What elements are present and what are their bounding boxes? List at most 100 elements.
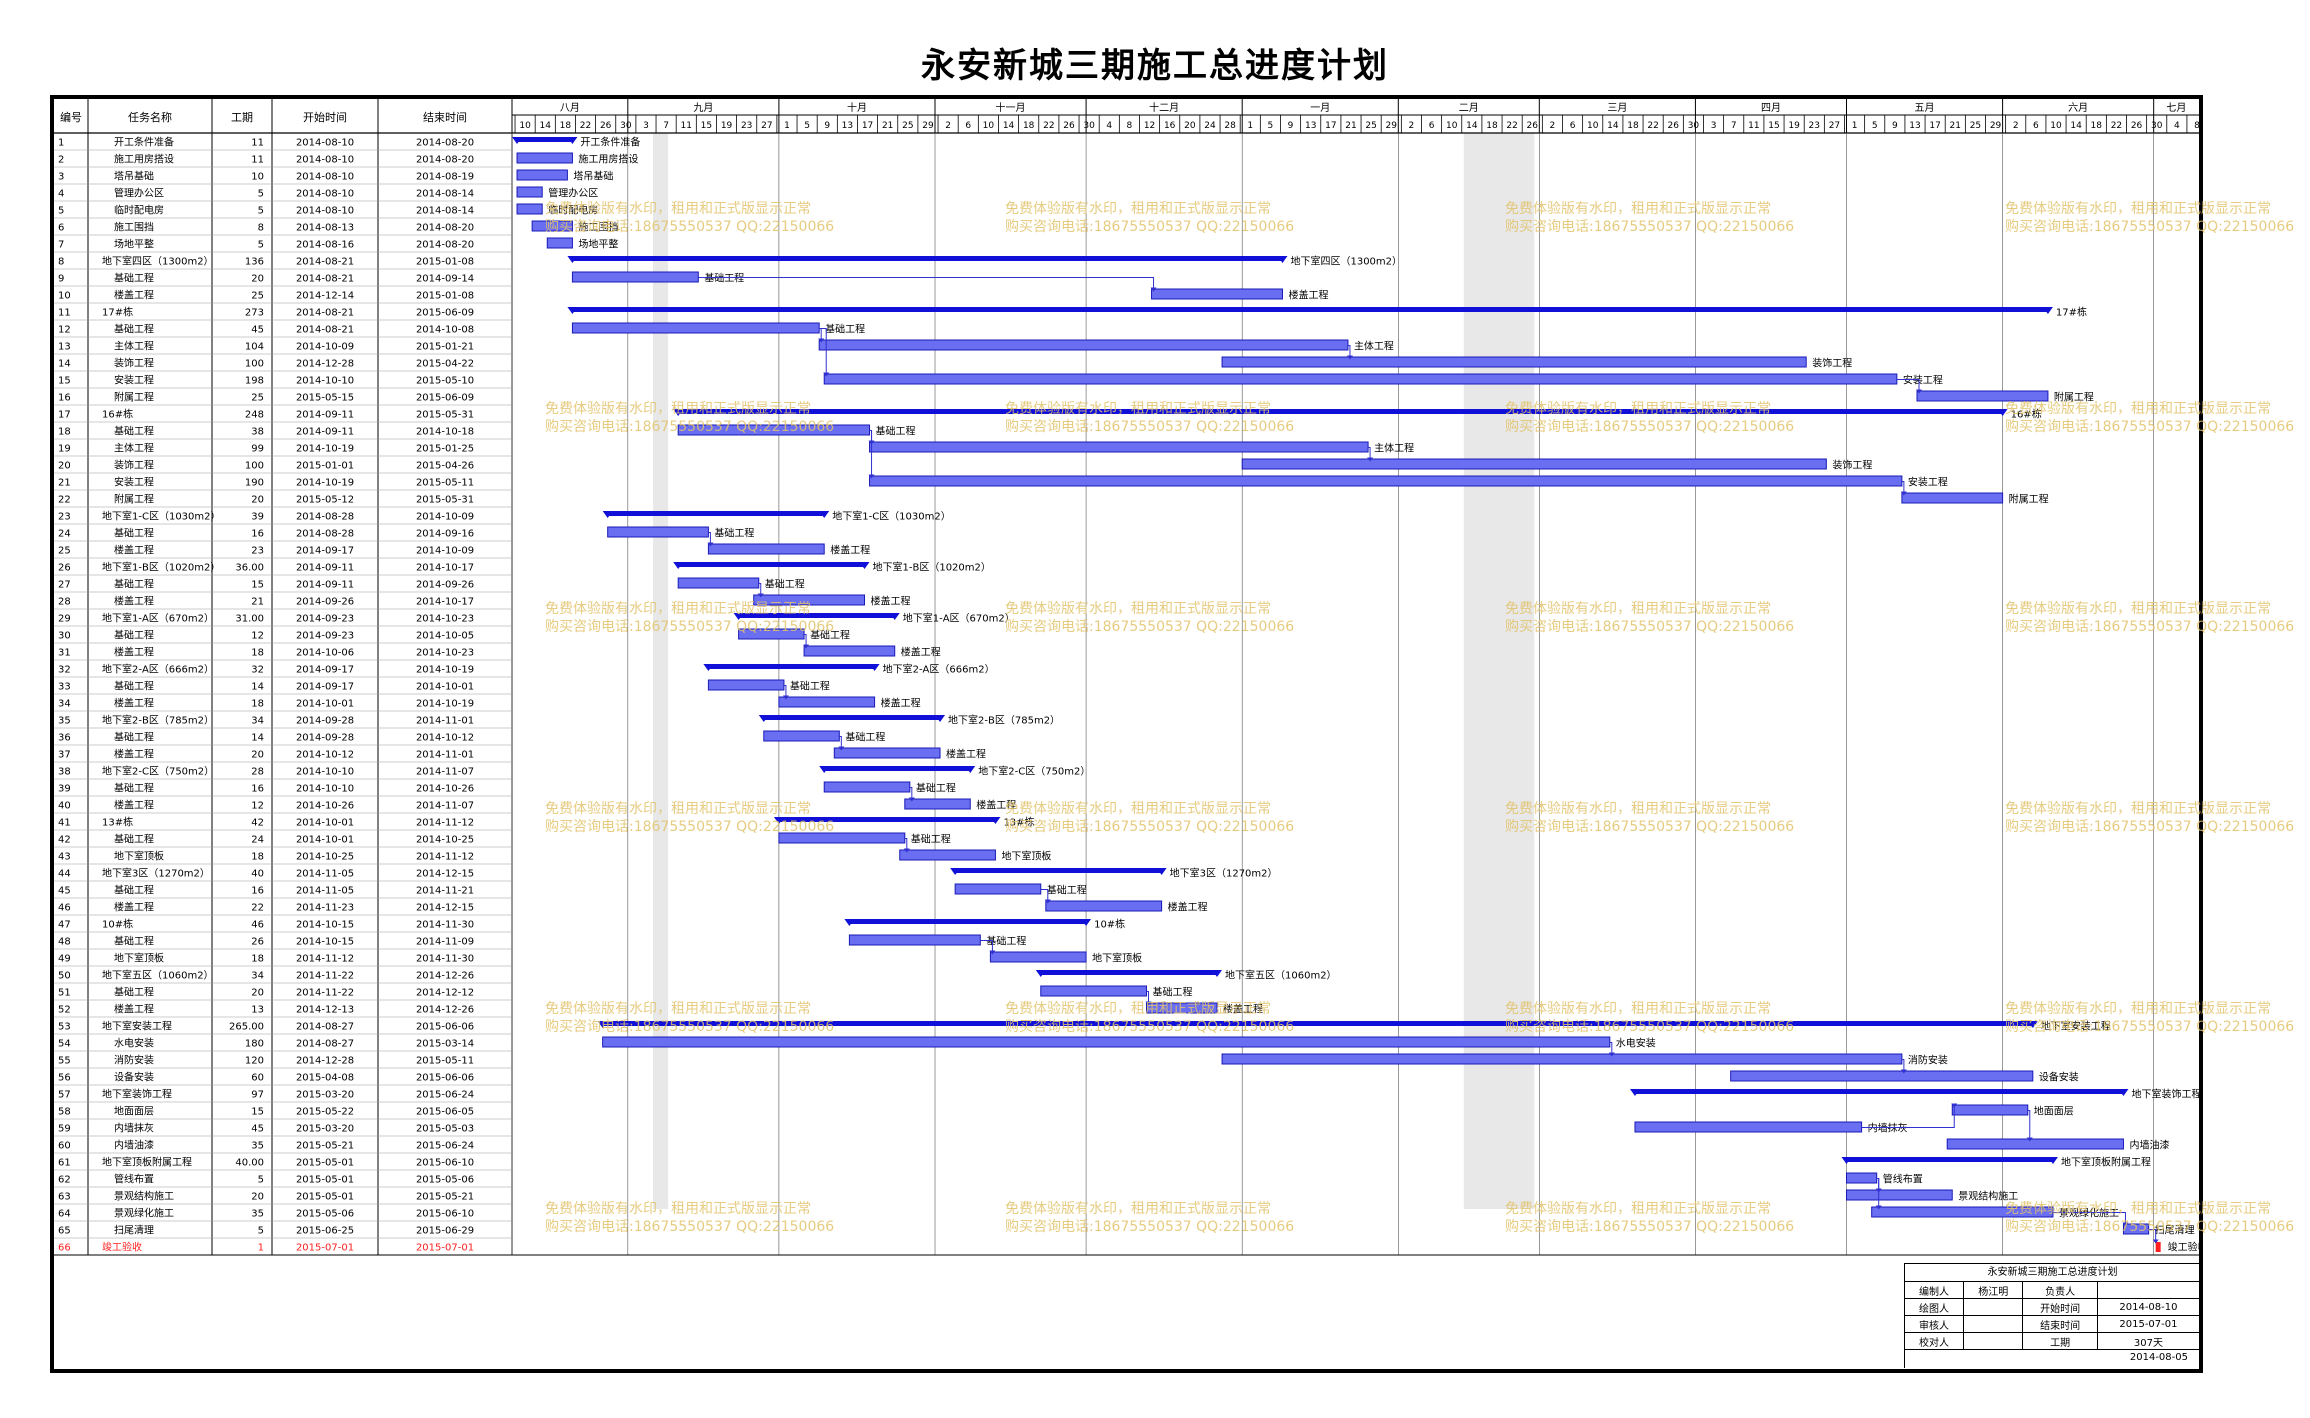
cell-start: 2014-09-26 xyxy=(296,597,354,608)
cell-end: 2015-01-08 xyxy=(416,257,474,268)
info-cell: 杨江明 xyxy=(1963,1282,2024,1299)
cell-id: 42 xyxy=(58,835,71,846)
info-row: 审核人 结束时间 2015-07-01 xyxy=(1905,1315,2199,1333)
cell-duration: 248 xyxy=(245,410,264,421)
dependency-arrow xyxy=(1900,491,1907,496)
cell-duration: 120 xyxy=(245,1056,264,1067)
watermark: 免费体验版有水印，租用和正式版显示正常购买咨询电话:18675550537 QQ… xyxy=(545,201,835,235)
cell-duration: 20 xyxy=(251,1192,264,1203)
cell-duration: 25 xyxy=(251,291,264,302)
cell-duration: 5 xyxy=(258,206,264,217)
bar-label: 安装工程 xyxy=(1908,476,1948,489)
summary-bar xyxy=(572,256,1283,261)
dependency-arrow xyxy=(1951,1103,1958,1108)
task-bar xyxy=(823,373,1898,385)
cell-end: 2014-11-30 xyxy=(416,920,474,931)
cell-end: 2015-05-03 xyxy=(416,1124,474,1135)
task-bar xyxy=(954,883,1042,895)
day-label: 6 xyxy=(965,121,971,131)
cell-duration: 28 xyxy=(251,767,264,778)
task-bar xyxy=(753,594,866,606)
cell-id: 51 xyxy=(58,988,71,999)
summary-cap xyxy=(758,715,769,722)
cell-start: 2014-08-28 xyxy=(296,529,354,540)
day-label: 7 xyxy=(663,121,669,131)
day-label: 3 xyxy=(1711,121,1717,131)
info-cell: 2014-08-10 xyxy=(2097,1298,2199,1316)
day-label: 15 xyxy=(701,121,712,131)
dependency-arrow xyxy=(818,338,825,343)
cell-id: 6 xyxy=(58,223,64,234)
cell-id: 38 xyxy=(58,767,71,778)
info-cell: 2015-07-01 xyxy=(2097,1315,2199,1333)
cell-duration: 100 xyxy=(245,359,264,370)
cell-start: 2014-10-01 xyxy=(296,818,354,829)
summary-cap xyxy=(673,409,684,416)
dependency-arrow xyxy=(1875,1205,1882,1210)
cell-end: 2015-05-06 xyxy=(416,1175,474,1186)
cell-duration: 1 xyxy=(258,1243,264,1254)
cell-end: 2014-10-09 xyxy=(416,512,474,523)
cell-id: 23 xyxy=(58,512,71,523)
cell-start: 2015-01-01 xyxy=(296,461,354,472)
summary-cap xyxy=(567,137,578,144)
cell-name: 地下室1-C区（1030m2） xyxy=(102,510,221,523)
cell-name: 施工用房搭设 xyxy=(114,153,174,166)
cell-end: 2014-11-01 xyxy=(416,716,474,727)
task-bar xyxy=(833,747,941,759)
cell-id: 44 xyxy=(58,869,71,880)
cell-name: 基础工程 xyxy=(114,527,154,540)
cell-start: 2014-09-23 xyxy=(296,614,354,625)
task-bar xyxy=(1845,1189,1953,1201)
cell-end: 2014-10-17 xyxy=(416,563,474,574)
cell-start: 2015-05-21 xyxy=(296,1141,354,1152)
dependency-arrow xyxy=(1346,355,1353,360)
bar-label: 地下室1-A区（670m2） xyxy=(903,612,1015,625)
summary-cap xyxy=(2042,307,2053,314)
month-label: 一月 xyxy=(1310,102,1330,114)
cell-duration: 25 xyxy=(251,393,264,404)
cell-id: 27 xyxy=(58,580,71,591)
bar-label: 消防安装 xyxy=(1908,1054,1948,1067)
cell-id: 33 xyxy=(58,682,71,693)
cell-duration: 14 xyxy=(251,682,264,693)
cell-start: 2014-11-22 xyxy=(296,988,354,999)
cell-name: 基础工程 xyxy=(114,833,154,846)
cell-name: 基础工程 xyxy=(114,884,154,897)
day-label: 2 xyxy=(945,121,951,131)
bar-label: 扫尾清理 xyxy=(2155,1224,2195,1237)
dependency-arrow xyxy=(823,372,830,377)
task-bar xyxy=(677,577,760,589)
day-label: 2 xyxy=(1550,121,1556,131)
cell-end: 2015-06-09 xyxy=(416,393,474,404)
cell-duration: 35 xyxy=(251,1209,264,1220)
cell-id: 35 xyxy=(58,716,71,727)
cell-end: 2014-10-19 xyxy=(416,699,474,710)
cell-name: 13#栋 xyxy=(102,816,133,829)
day-label: 10 xyxy=(1587,121,1599,131)
task-bar xyxy=(1634,1121,1863,1133)
task-bar xyxy=(778,696,876,708)
task-bar xyxy=(546,237,573,249)
day-label: 1 xyxy=(1247,121,1253,131)
cell-duration: 18 xyxy=(251,954,264,965)
cell-duration: 16 xyxy=(251,886,264,897)
cell-id: 2 xyxy=(58,155,64,166)
info-title: 永安新城三期施工总进度计划 xyxy=(1905,1264,2199,1282)
info-table: 编制人 杨江明 负责人 绘图人 开始时间 2014-08-10 审核人 结束时间… xyxy=(1905,1282,2199,1350)
watermark: 免费体验版有水印，租用和正式版显示正常购买咨询电话:18675550537 QQ… xyxy=(1005,401,1295,435)
cell-duration: 180 xyxy=(245,1039,264,1050)
cell-end: 2014-12-15 xyxy=(416,869,474,880)
cell-id: 29 xyxy=(58,614,71,625)
info-cell: 工期 xyxy=(2022,1332,2098,1350)
watermark: 免费体验版有水印，租用和正式版显示正常购买咨询电话:18675550537 QQ… xyxy=(1505,401,1795,435)
cell-duration: 273 xyxy=(245,308,264,319)
bar-label: 地下室1-C区（1030m2） xyxy=(832,510,951,523)
cell-end: 2014-12-26 xyxy=(416,1005,474,1016)
day-label: 26 xyxy=(2131,121,2143,131)
cell-start: 2014-08-13 xyxy=(296,223,354,234)
cell-end: 2014-11-07 xyxy=(416,767,474,778)
day-label: 26 xyxy=(1668,121,1680,131)
task-bar xyxy=(823,781,911,793)
